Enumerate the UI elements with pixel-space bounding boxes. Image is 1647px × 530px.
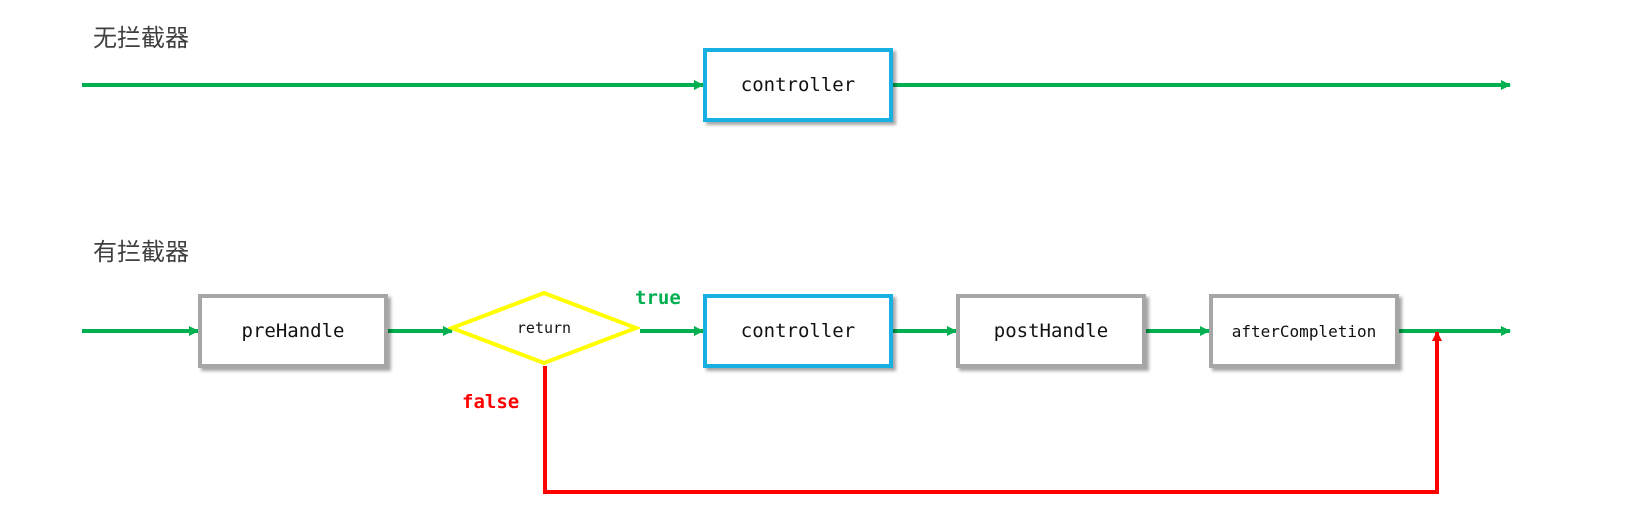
false-label: false: [462, 391, 520, 413]
section-title-with-interceptor: 有拦截器: [93, 238, 189, 266]
decision-diamond: [448, 290, 640, 366]
arrow-return-false-path: [543, 331, 1442, 494]
controller-box-2: controller: [703, 294, 893, 368]
posthandle-label: postHandle: [993, 320, 1109, 342]
controller-label-1: controller: [740, 74, 856, 96]
posthandle-box: postHandle: [956, 294, 1146, 368]
controller-box-1: controller: [703, 48, 893, 122]
prehandle-box: preHandle: [198, 294, 388, 368]
controller-label-2: controller: [740, 320, 856, 342]
aftercompletion-box: afterCompletion: [1209, 294, 1399, 368]
aftercompletion-label: afterCompletion: [1231, 321, 1377, 341]
return-decision: return: [448, 290, 640, 366]
prehandle-label: preHandle: [241, 320, 345, 342]
return-label: return: [516, 319, 572, 337]
section-title-without-interceptor: 无拦截器: [93, 24, 189, 52]
true-label: true: [635, 287, 681, 309]
